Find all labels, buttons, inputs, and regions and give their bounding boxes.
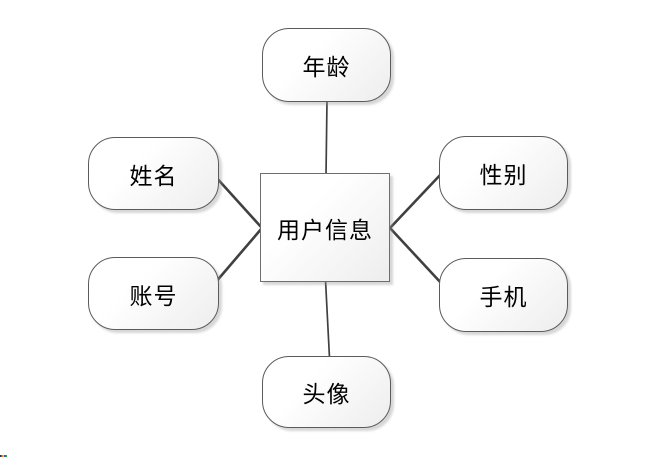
- node-age-label: 年龄: [302, 55, 351, 80]
- connector-age-to-center: [325, 99, 328, 177]
- connector-account-to-center: [214, 227, 263, 284]
- node-age[interactable]: 年龄: [262, 28, 391, 102]
- connector-center-to-phone: [389, 227, 443, 285]
- node-gender[interactable]: 性别: [439, 136, 568, 210]
- connector-center-to-avatar: [324, 279, 331, 359]
- node-name[interactable]: 姓名: [88, 137, 219, 210]
- connector-center-to-gender: [389, 172, 443, 229]
- node-account-label: 账号: [129, 283, 178, 309]
- node-account[interactable]: 账号: [88, 257, 219, 330]
- node-phone-label: 手机: [479, 285, 528, 310]
- node-gender-label: 性别: [479, 163, 528, 188]
- connector-name-to-center: [213, 174, 263, 229]
- node-avatar[interactable]: 头像: [262, 356, 391, 428]
- node-user-info[interactable]: 用户信息: [260, 173, 390, 282]
- node-name-label: 姓名: [129, 163, 178, 189]
- node-user-info-label: 用户信息: [277, 217, 373, 243]
- node-avatar-label: 头像: [302, 382, 351, 407]
- node-phone[interactable]: 手机: [439, 258, 568, 332]
- artifact-pixel-strip: [0, 455, 7, 457]
